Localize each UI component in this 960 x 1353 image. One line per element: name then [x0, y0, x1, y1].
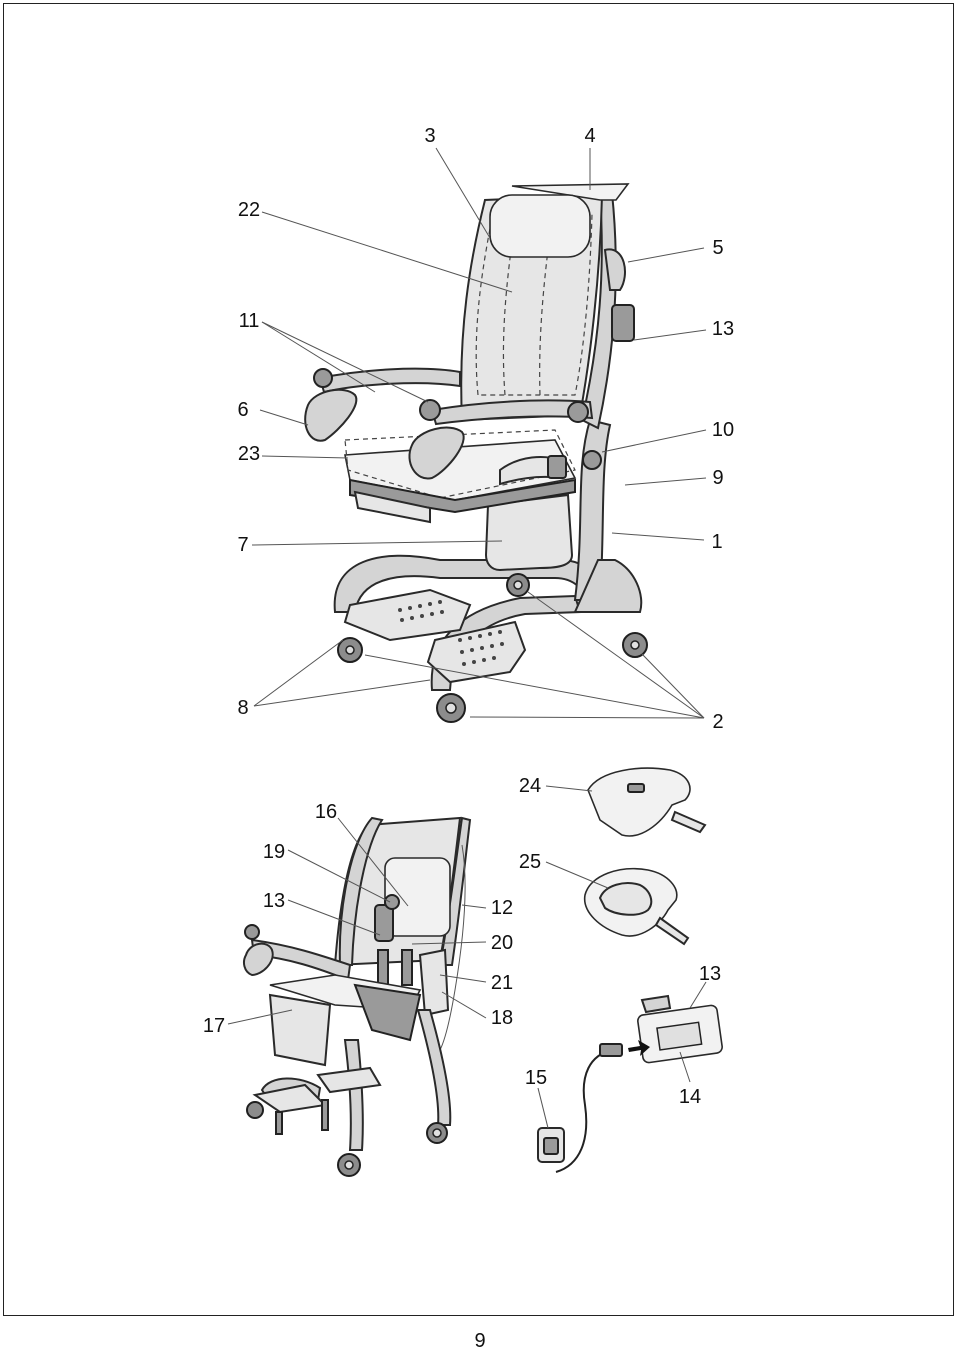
callout-20: 20	[491, 932, 513, 954]
callout-7: 7	[237, 534, 248, 556]
chair-diagram: 3 4 22 5 11 13 6 10 23 9 7 1 8 2 16 19 1…	[203, 125, 734, 1177]
callout-18: 18	[491, 1007, 513, 1029]
callout-13-top: 13	[712, 318, 734, 340]
callout-23: 23	[238, 443, 260, 465]
page-number: 9	[474, 1330, 486, 1352]
callout-19: 19	[263, 841, 285, 863]
main-chair-illustration	[304, 183, 648, 723]
page-frame	[3, 3, 954, 1316]
callout-21: 21	[491, 972, 513, 994]
callouts-rear: 16 19 13 12 20 21 17 18	[203, 801, 513, 1037]
callout-1: 1	[711, 531, 722, 553]
parts-illustrations	[537, 767, 723, 1173]
callout-16: 16	[315, 801, 337, 823]
callout-2: 2	[712, 711, 723, 733]
callout-13-rear: 13	[263, 890, 285, 912]
callout-12: 12	[491, 897, 513, 919]
callout-11: 11	[239, 310, 260, 332]
callout-8: 8	[237, 697, 248, 719]
callout-24: 24	[519, 775, 541, 797]
callout-22: 22	[238, 199, 260, 221]
callout-6: 6	[237, 399, 248, 421]
callouts-parts: 24 25 13 15 14	[519, 775, 721, 1108]
callouts-main: 3 4 22 5 11 13 6 10 23 9 7 1 8 2	[237, 125, 734, 733]
callout-14: 14	[679, 1086, 701, 1108]
callout-13-parts: 13	[699, 963, 721, 985]
callout-25: 25	[519, 851, 541, 873]
callout-3: 3	[424, 125, 435, 147]
callout-10: 10	[712, 419, 734, 441]
rear-chair-illustration	[243, 816, 472, 1177]
leader-lines	[227, 147, 707, 1129]
callout-4: 4	[584, 125, 595, 147]
callout-17: 17	[203, 1015, 225, 1037]
callout-5: 5	[712, 237, 723, 259]
callout-15: 15	[525, 1067, 547, 1089]
bucket-with-lid	[587, 767, 691, 837]
callout-9: 9	[712, 467, 723, 489]
